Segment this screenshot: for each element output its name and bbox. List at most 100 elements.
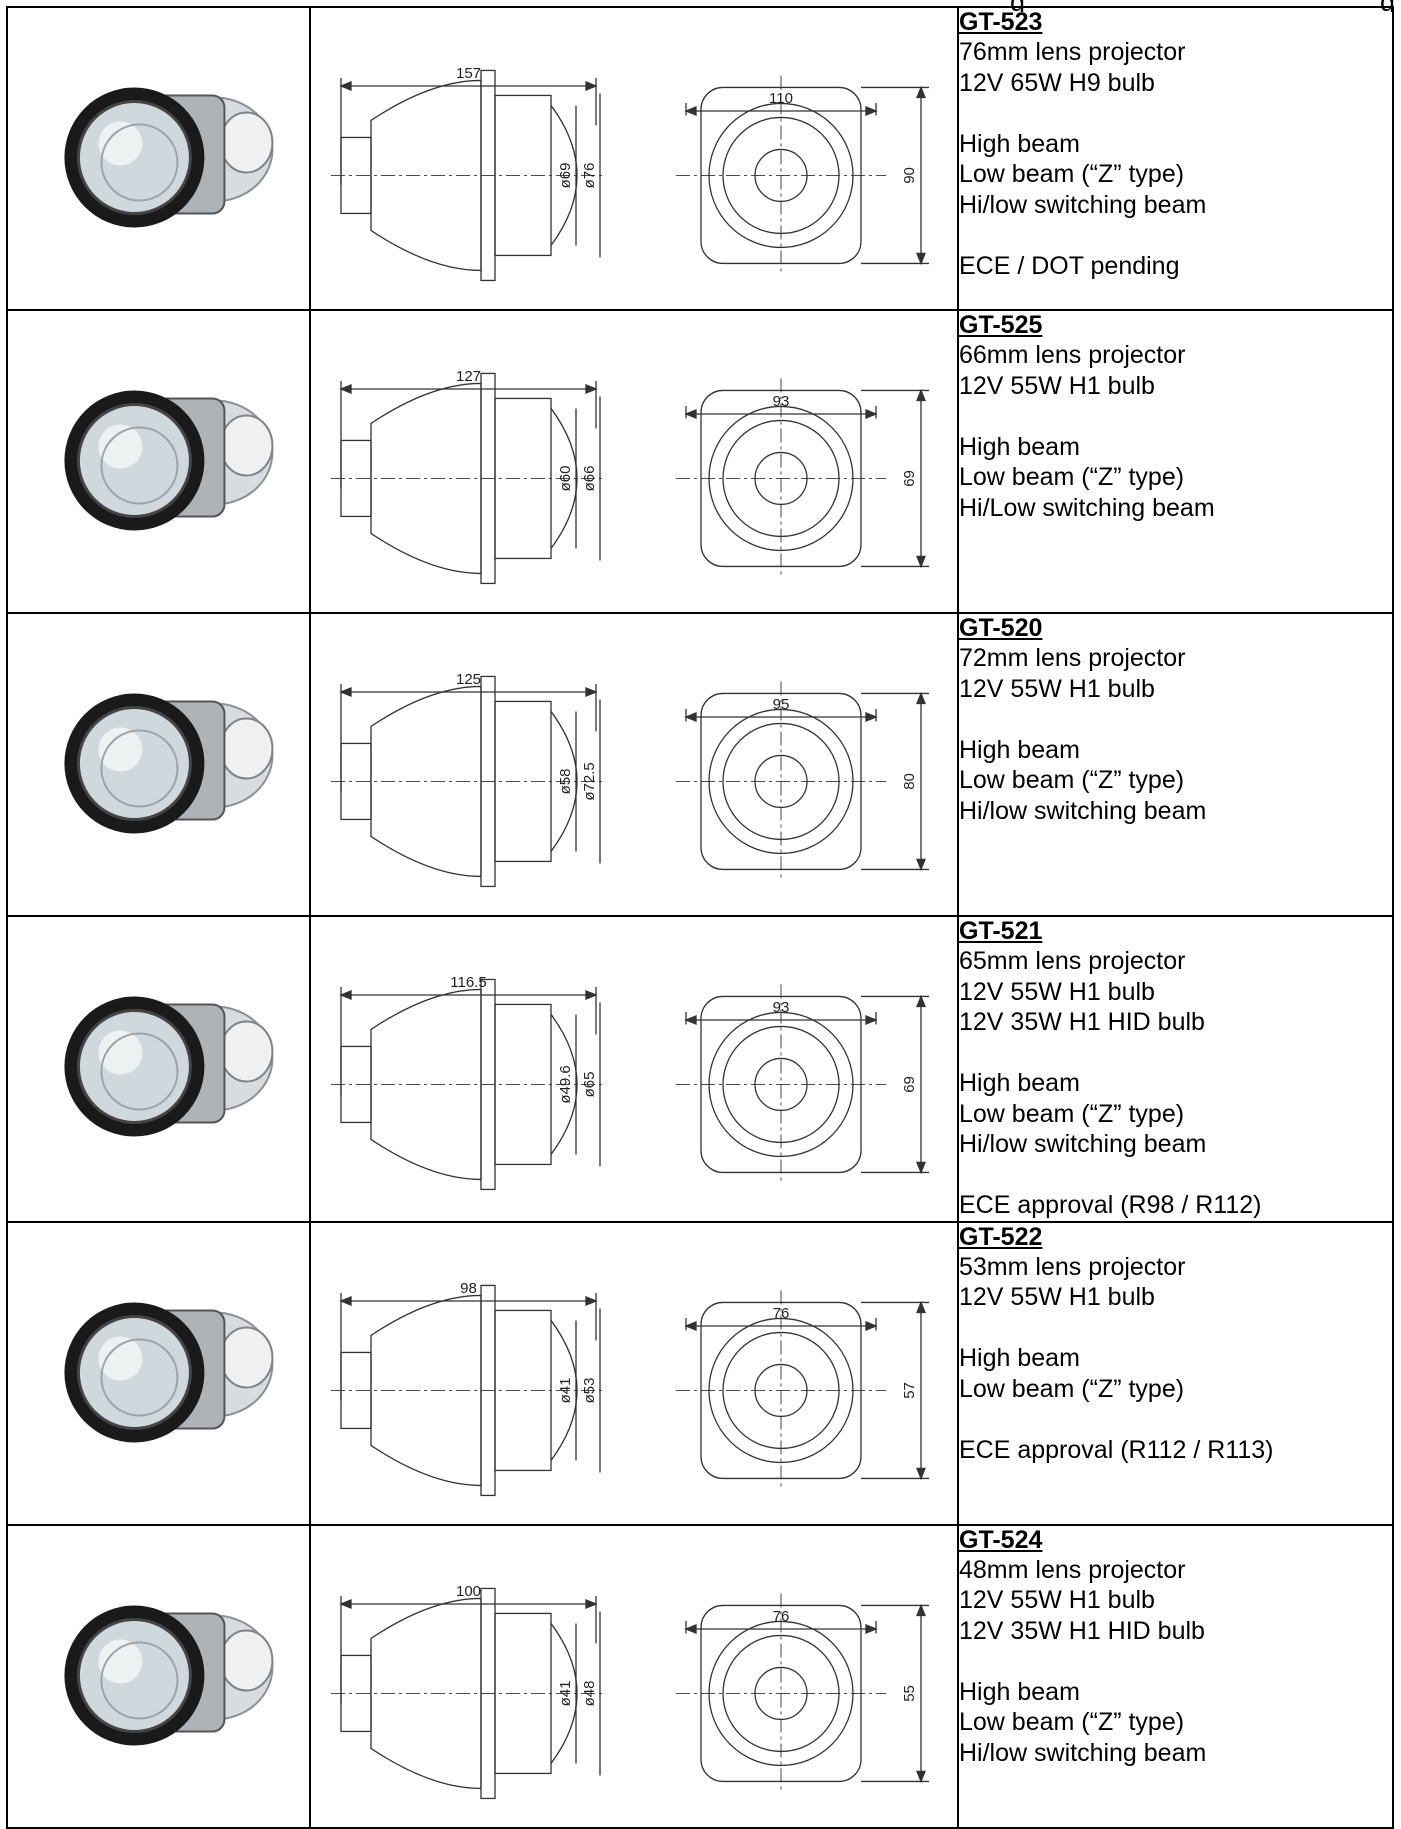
spec-line <box>960 98 1391 129</box>
dim-width-label: 95 <box>773 696 790 713</box>
spec-line: 12V 55W H1 bulb <box>959 674 1155 703</box>
dim-width-label: 93 <box>773 999 790 1016</box>
dim-width-label: 76 <box>773 1305 790 1322</box>
dim-inner-diameter-label: ø58 <box>557 769 574 795</box>
spec-line: 12V 55W H1 bulb <box>959 1586 1155 1614</box>
spec-line <box>960 704 1391 735</box>
technical-drawing-cell: 100 76 ø41 ø48 55 <box>309 1523 959 1829</box>
spec-line: 12V 65W H9 bulb <box>959 68 1155 97</box>
dim-length-label: 157 <box>456 65 481 82</box>
spec-line <box>960 1160 1391 1191</box>
model-number: GT-524 <box>959 1525 1043 1554</box>
technical-drawing <box>331 69 929 282</box>
projector-photo <box>64 390 274 531</box>
projector-photo <box>64 1605 274 1745</box>
spec-line: High beam <box>959 735 1080 764</box>
spec-line: 53mm lens projector <box>959 1252 1186 1281</box>
product-photo-cell <box>6 309 311 614</box>
dim-length-label: 127 <box>456 368 481 385</box>
dim-outer-diameter-label: ø72.5 <box>581 762 598 800</box>
model-number: GT-525 <box>959 311 1043 339</box>
dim-inner-diameter-label: ø41 <box>557 1377 574 1403</box>
dim-width-label: 93 <box>773 393 790 410</box>
technical-drawing <box>331 372 929 585</box>
dim-inner-diameter-label: ø69 <box>557 163 574 189</box>
spec-line: 48mm lens projector <box>959 1555 1186 1584</box>
dim-height-label: 69 <box>901 1076 918 1093</box>
spec-line: High beam <box>959 1069 1080 1097</box>
projector-photo <box>64 87 274 228</box>
spec-line: High beam <box>959 1344 1080 1372</box>
dim-length-label: 116.5 <box>450 974 486 991</box>
spec-line <box>960 401 1391 432</box>
technical-drawing <box>331 1284 929 1496</box>
spec-line: ECE approval (R112 / R113) <box>959 1435 1274 1464</box>
spec-line <box>960 1404 1391 1435</box>
spec-line <box>960 220 1391 251</box>
spec-line: Hi/low switching beam <box>959 796 1207 825</box>
projector-photo <box>64 1302 274 1442</box>
dim-height-label: 69 <box>901 470 918 487</box>
spec-line: 12V 35W H1 HID bulb <box>959 1616 1205 1645</box>
dim-width-label: 110 <box>769 90 793 107</box>
dim-height-label: 80 <box>901 773 918 790</box>
spec-line: High beam <box>959 129 1080 158</box>
technical-drawing <box>331 1587 929 1799</box>
technical-drawing <box>331 978 929 1191</box>
spec-line <box>960 1646 1391 1677</box>
spec-line: ECE approval (R98 / R112) <box>959 1191 1262 1219</box>
product-photo-cell <box>6 612 311 917</box>
spec-line: Hi/low switching beam <box>959 1738 1207 1767</box>
technical-drawing-cell: 98 76 ø41 ø53 57 <box>309 1220 959 1526</box>
spec-line: Low beam (“Z” type) <box>959 766 1185 794</box>
dim-length-label: 100 <box>456 1583 481 1600</box>
product-photo-cell <box>6 1220 311 1526</box>
spec-line: 12V 55W H1 bulb <box>959 1283 1155 1311</box>
spec-line: 76mm lens projector <box>959 38 1186 66</box>
spec-line: 65mm lens projector <box>959 947 1186 975</box>
product-photo-cell <box>6 915 311 1223</box>
spec-line: ECE / DOT pending <box>959 251 1180 280</box>
spec-line: Low beam (“Z” type) <box>959 160 1185 188</box>
spec-line: Hi/Low switching beam <box>959 493 1215 522</box>
model-number: GT-521 <box>959 917 1043 945</box>
model-number: GT-523 <box>959 8 1043 36</box>
spec-line: 72mm lens projector <box>959 644 1186 672</box>
dim-height-label: 55 <box>901 1685 918 1702</box>
product-photo-cell <box>6 1523 311 1829</box>
spec-line: Low beam (“Z” type) <box>959 1099 1185 1128</box>
spec-line: Hi/low switching beam <box>959 190 1207 219</box>
dim-length-label: 98 <box>460 1280 477 1297</box>
spec-line: 12V 35W H1 HID bulb <box>959 1008 1205 1036</box>
projector-photo <box>64 996 274 1137</box>
dim-outer-diameter-label: ø48 <box>581 1680 598 1706</box>
product-photo-cell <box>6 6 311 311</box>
dim-outer-diameter-label: ø66 <box>581 466 598 492</box>
spec-line: 66mm lens projector <box>959 341 1186 369</box>
spec-line: High beam <box>959 432 1080 461</box>
model-number: GT-520 <box>959 614 1043 642</box>
spec-line <box>960 1038 1391 1069</box>
technical-drawing-cell: 127 93 ø60 ø66 69 <box>309 309 959 614</box>
dim-width-label: 76 <box>773 1608 790 1625</box>
dim-inner-diameter-label: ø41 <box>557 1680 574 1706</box>
dim-outer-diameter-label: ø53 <box>581 1377 598 1403</box>
dim-inner-diameter-label: ø60 <box>557 466 574 492</box>
dim-height-label: 57 <box>901 1382 918 1399</box>
model-number: GT-522 <box>959 1222 1043 1251</box>
spec-line: Low beam (“Z” type) <box>959 1374 1185 1403</box>
